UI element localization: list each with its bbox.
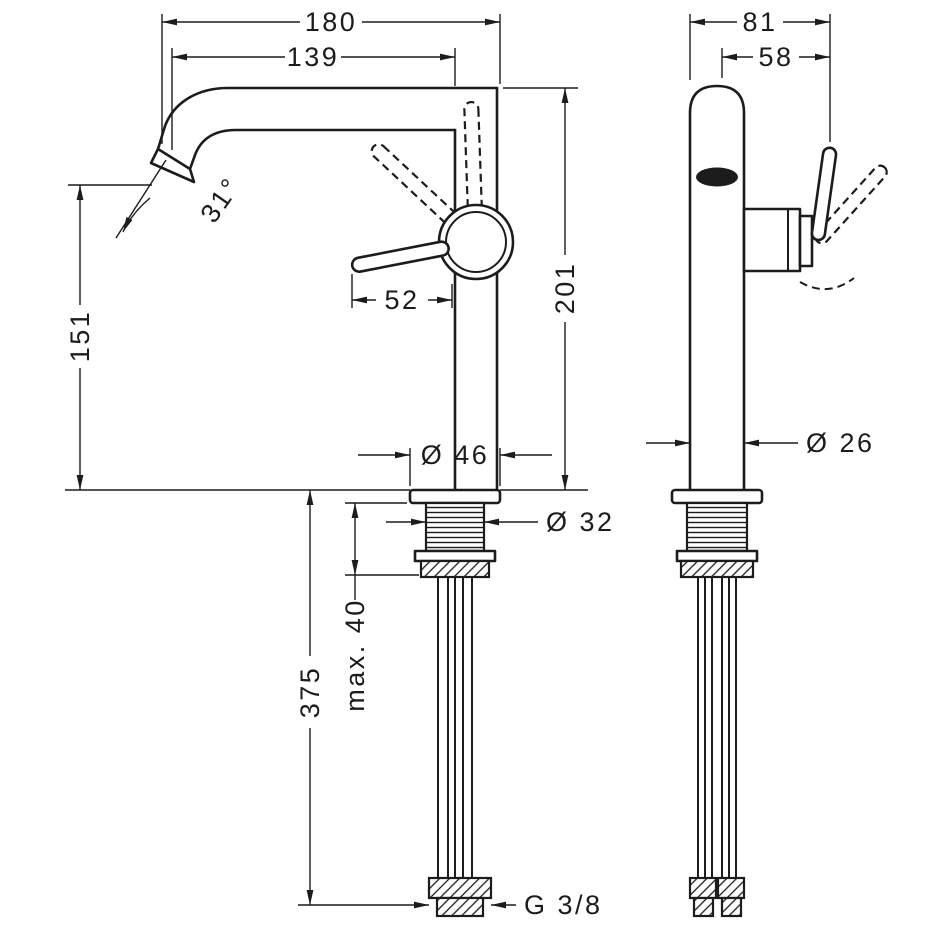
handle-collar xyxy=(742,207,802,273)
dim-total-depth: 81 xyxy=(689,7,831,142)
dim-hose-length: 375 xyxy=(295,490,325,905)
dim-151-label: 151 xyxy=(65,310,95,363)
handle-collar-cap xyxy=(798,214,814,268)
lever-pin-dashed-position xyxy=(814,164,888,245)
mounting-washer xyxy=(413,549,497,563)
base-flange xyxy=(408,488,502,505)
lever-position-dashed-diagonal xyxy=(370,143,472,239)
dim-connection-thread: G 3/8 xyxy=(298,890,603,920)
spout-tip-outlet xyxy=(149,147,196,184)
mounting-nut xyxy=(419,559,491,579)
front-hose-tip-left xyxy=(692,896,715,918)
dim-spout-reach: 139 xyxy=(171,42,456,150)
dim-shank-diameter: Ø 32 xyxy=(386,507,615,537)
aerator-outlet xyxy=(696,167,738,187)
lever-position-dashed-vertical xyxy=(463,100,484,234)
front-mounting-nut xyxy=(679,559,755,579)
hose-connector-lower xyxy=(435,896,485,918)
dim-201-label: 201 xyxy=(550,262,580,315)
supply-hoses xyxy=(437,577,473,878)
hose-connector-upper xyxy=(427,876,493,900)
front-mounting-washer xyxy=(675,549,759,563)
lever-travel-arc-dashed xyxy=(799,277,855,290)
dim-handle-length: 52 xyxy=(351,274,453,315)
threaded-shank xyxy=(424,501,486,553)
lever-pin xyxy=(810,146,838,242)
dim-max-deck-thickness: max. 40 xyxy=(340,502,419,712)
spout-inner-outline xyxy=(188,128,457,171)
front-supply-hoses xyxy=(697,577,737,878)
body-column xyxy=(453,86,499,492)
handle-pivot-outer xyxy=(437,203,515,281)
dim-base-plate-diameter: Ø 46 xyxy=(358,440,552,486)
front-hose-connector-left xyxy=(688,876,718,900)
dim-total-projection: 180 xyxy=(161,7,501,144)
front-threaded-shank xyxy=(685,501,749,553)
faucet-front-view xyxy=(670,84,888,918)
dim-dia26-label: Ø 26 xyxy=(806,428,875,458)
front-base-flange xyxy=(670,488,764,505)
dim-180-label: 180 xyxy=(305,7,358,37)
dim-height-above-deck: 201 xyxy=(503,87,580,490)
dim-139-label: 139 xyxy=(287,42,340,72)
dim-dia32-label: Ø 32 xyxy=(546,507,615,537)
dim-max40-label: max. 40 xyxy=(340,598,370,712)
front-hose-tip-right xyxy=(720,896,743,918)
dim-spout-height: 151 xyxy=(65,184,152,490)
dimension-annotations: 180 139 81 58 31° xyxy=(65,7,875,920)
faucet-side-view xyxy=(65,86,588,918)
spout-outline xyxy=(156,86,499,151)
dim-g38-label: G 3/8 xyxy=(524,890,603,920)
dim-375-label: 375 xyxy=(295,666,325,719)
dim-dia46-label: Ø 46 xyxy=(421,440,490,470)
handle-lever xyxy=(350,240,450,274)
dim-52-label: 52 xyxy=(384,285,419,315)
dim-58-label: 58 xyxy=(758,42,793,72)
front-hose-connector-right xyxy=(716,876,746,900)
dim-81-label: 81 xyxy=(742,7,777,37)
front-body-outline xyxy=(688,84,746,492)
dim-handle-depth: 58 xyxy=(721,42,830,78)
dim-body-diameter: Ø 26 xyxy=(646,428,875,458)
